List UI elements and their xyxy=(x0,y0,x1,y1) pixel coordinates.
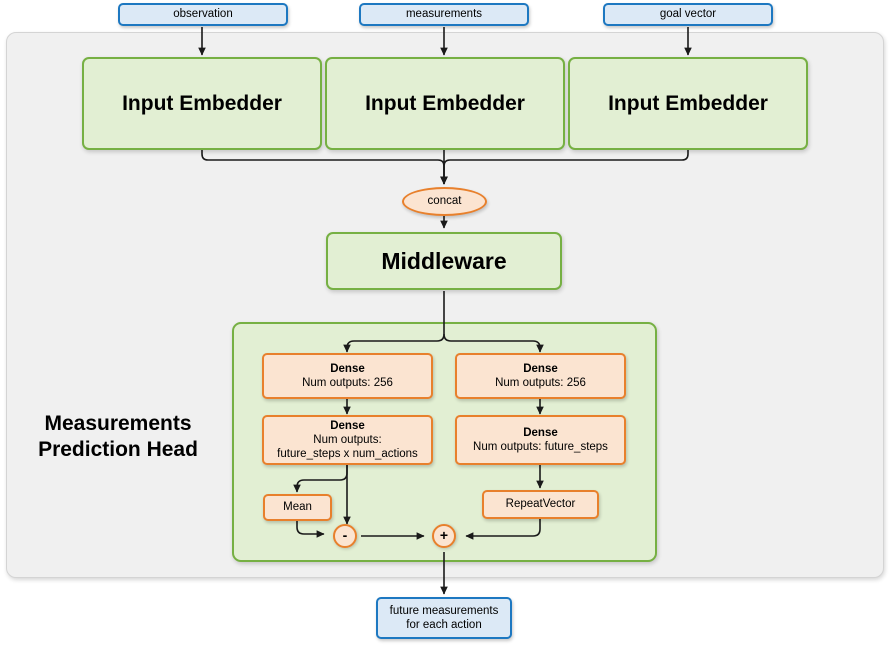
input-embedder-observation[interactable]: Input Embedder xyxy=(82,57,322,150)
layer-detail: Num outputs: 256 xyxy=(302,377,393,389)
output-label-line-2: for each action xyxy=(406,619,482,631)
concat-node[interactable]: concat xyxy=(402,187,487,216)
embedder-label: Input Embedder xyxy=(122,91,282,115)
add-operator[interactable]: + xyxy=(432,524,456,548)
input-embedder-goal-vector[interactable]: Input Embedder xyxy=(568,57,808,150)
operator-label: - xyxy=(342,527,348,544)
dense-right-2[interactable]: Dense Num outputs: future_steps xyxy=(455,415,626,465)
embedder-label: Input Embedder xyxy=(608,91,768,115)
operator-label: + xyxy=(439,527,449,544)
layer-detail-line-2: future_steps x num_actions xyxy=(277,448,418,460)
head-title: Measurements Prediction Head xyxy=(18,411,218,464)
output-label-line-1: future measurements xyxy=(389,604,499,617)
layer-detail-line-1: Num outputs: xyxy=(313,433,382,446)
input-box-goal-vector[interactable]: goal vector xyxy=(603,3,773,26)
layer-title: Dense xyxy=(330,419,365,432)
head-title-line-2: Prediction Head xyxy=(38,438,198,462)
input-embedder-measurements[interactable]: Input Embedder xyxy=(325,57,565,150)
layer-title: Dense xyxy=(330,362,365,375)
dense-left-2[interactable]: Dense Num outputs: future_steps x num_ac… xyxy=(262,415,433,465)
mean-layer[interactable]: Mean xyxy=(263,494,332,521)
output-box-future-measurements[interactable]: future measurements for each action xyxy=(376,597,512,639)
dense-left-1[interactable]: Dense Num outputs: 256 xyxy=(262,353,433,399)
mean-label: Mean xyxy=(283,501,312,514)
concat-label: concat xyxy=(427,195,462,208)
middleware-block[interactable]: Middleware xyxy=(326,232,562,290)
input-label: goal vector xyxy=(659,8,717,21)
input-box-observation[interactable]: observation xyxy=(118,3,288,26)
layer-detail: Num outputs: 256 xyxy=(495,377,586,389)
layer-detail: Num outputs: future_steps xyxy=(473,441,608,453)
embedder-label: Input Embedder xyxy=(365,91,525,115)
layer-title: Dense xyxy=(523,362,558,375)
input-label: measurements xyxy=(405,8,483,21)
head-title-line-1: Measurements xyxy=(44,412,192,435)
repeat-vector-layer[interactable]: RepeatVector xyxy=(482,490,599,519)
repeat-vector-label: RepeatVector xyxy=(505,498,576,511)
subtract-operator[interactable]: - xyxy=(333,524,357,548)
dense-right-1[interactable]: Dense Num outputs: 256 xyxy=(455,353,626,399)
input-box-measurements[interactable]: measurements xyxy=(359,3,529,26)
layer-title: Dense xyxy=(523,426,558,439)
input-label: observation xyxy=(173,8,233,21)
middleware-label: Middleware xyxy=(381,247,507,274)
